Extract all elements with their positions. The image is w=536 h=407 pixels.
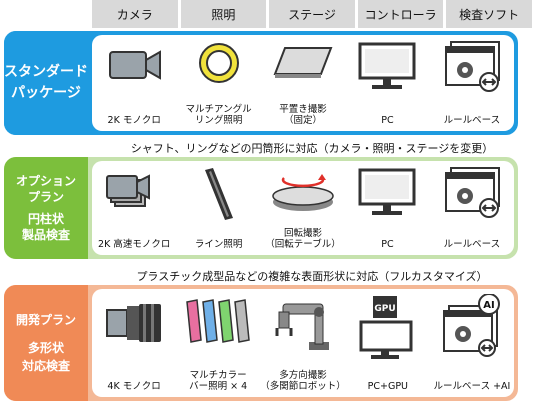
standard-stage-cell: 平置き撮影 （固定） xyxy=(261,35,345,131)
dev-plan-caption: プラスチック成型品などの複雑な表面形状に対応（フルカスタマイズ） xyxy=(136,270,488,283)
column-header-lighting: 照明 xyxy=(180,0,267,28)
rotary-stage-icon xyxy=(272,174,334,211)
standard-software-cell: ルールベース xyxy=(430,35,514,131)
standard-stage-label-1: 平置き撮影 xyxy=(279,104,327,115)
standard-stage-label-2: （固定） xyxy=(284,115,323,126)
standard-light-label-1: マルチアングル xyxy=(185,104,252,115)
column-header-stage: ステージ xyxy=(269,0,355,28)
dev-stage-cell: 多方向撮影 （多関節ロボット） xyxy=(260,289,346,397)
dev-light-label-2: バー照明 × 4 xyxy=(189,381,248,392)
plan-standard: スタンダード パッケージ 2K モノクロ マルチアングル リング照明 平置き撮影… xyxy=(4,31,518,135)
option-light-cell: ライン照明 xyxy=(176,161,260,255)
multicolor-bar-light-icon xyxy=(186,299,251,343)
dev-light-label-1: マルチカラー xyxy=(189,370,247,381)
plan-development: 開発プラン 多形状 対応検査 4K モノクロ マルチカラー バー照明 × 4 多… xyxy=(4,285,518,401)
column-header-controller: コントローラ xyxy=(357,0,444,28)
option-light-label: ライン照明 xyxy=(194,239,243,250)
ai-software-window-icon: AI xyxy=(442,294,500,357)
option-software-label: ルールベース xyxy=(443,239,501,250)
ring-light-icon xyxy=(198,43,239,83)
plan-option-title: オプション プラン 円柱状 製品検査 xyxy=(4,157,88,259)
plan-development-title: 開発プラン 多形状 対応検査 xyxy=(4,285,88,401)
standard-camera-label: 2K モノクロ xyxy=(107,115,161,126)
standard-light-label-2: リング照明 xyxy=(194,115,243,126)
pc-monitor-icon xyxy=(358,168,416,215)
dev-stage-label-2: （多関節ロボット） xyxy=(260,381,346,392)
pc-monitor-icon xyxy=(358,42,416,89)
option-plan-caption: シャフト、リングなどの円筒形に対応（カメラ・照明・ステージを変更） xyxy=(130,142,494,155)
gpu-pc-icon: GPU xyxy=(359,296,413,359)
gpu-chip-label: GPU xyxy=(374,304,395,314)
dev-camera-cell: 4K モノクロ xyxy=(92,289,176,397)
dev-software-label: ルールベース +AI xyxy=(433,381,511,392)
column-header-row: カメラ 照明 ステージ コントローラ 検査ソフト xyxy=(92,0,532,28)
option-controller-label: PC xyxy=(381,239,394,250)
standard-software-label: ルールベース xyxy=(443,115,501,126)
camera-icon xyxy=(109,50,162,80)
software-window-icon xyxy=(444,167,500,218)
standard-camera-cell: 2K モノクロ xyxy=(92,35,176,131)
dev-controller-cell: GPU PC+GPU xyxy=(346,289,430,397)
option-stage-label-2: （回転テーブル） xyxy=(265,239,341,250)
4k-camera-icon xyxy=(106,304,162,342)
software-window-icon xyxy=(444,41,500,92)
ai-badge: AI xyxy=(483,300,494,311)
option-controller-cell: PC xyxy=(345,161,429,255)
line-light-icon xyxy=(204,168,233,220)
option-camera-label: 2K 高速モノクロ xyxy=(98,239,171,250)
standard-controller-label: PC xyxy=(381,115,394,126)
plan-standard-title: スタンダード パッケージ xyxy=(4,31,88,135)
standard-controller-cell: PC xyxy=(345,35,429,131)
column-header-camera: カメラ xyxy=(92,0,178,28)
plan-option: オプション プラン 円柱状 製品検査 2K 高速モノクロ ライン照明 回転撮影 … xyxy=(4,157,518,259)
flat-stage-icon xyxy=(273,47,333,78)
standard-light-cell: マルチアングル リング照明 xyxy=(176,35,260,131)
column-header-software: 検査ソフト xyxy=(446,0,532,28)
option-stage-label-1: 回転撮影 xyxy=(284,228,323,239)
dev-light-cell: マルチカラー バー照明 × 4 xyxy=(176,289,260,397)
option-stage-cell: 回転撮影 （回転テーブル） xyxy=(261,161,345,255)
dev-stage-label-1: 多方向撮影 xyxy=(279,370,327,381)
option-software-cell: ルールベース xyxy=(430,161,514,255)
robot-arm-icon xyxy=(275,303,329,350)
option-camera-cell: 2K 高速モノクロ xyxy=(92,161,176,255)
dev-controller-label: PC+GPU xyxy=(367,381,409,392)
dev-software-cell: AI ルールベース +AI xyxy=(430,289,514,397)
dev-camera-label: 4K モノクロ xyxy=(107,381,161,392)
high-speed-camera-icon xyxy=(106,174,151,207)
